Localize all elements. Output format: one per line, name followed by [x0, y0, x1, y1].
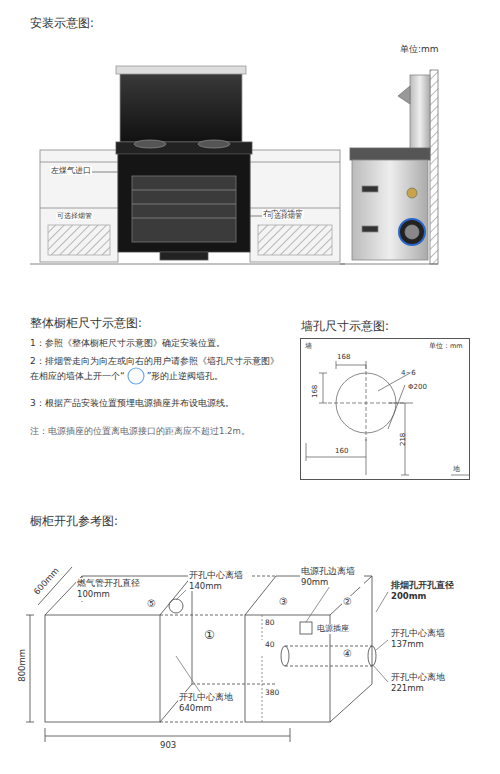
section-heading: 橱柜开孔参考图: [30, 514, 118, 528]
label: 380 [264, 688, 280, 697]
label: ④ [342, 648, 353, 661]
label: 1：参照《整体橱柜尺寸示意图》确定安装位置。 [30, 338, 280, 349]
label: 800mm [17, 649, 28, 682]
label: 开孔中心离墙137mm [390, 628, 456, 649]
dimension-label: 墙 [305, 342, 312, 350]
label: 可选择烟管 [266, 212, 303, 220]
hole-symbol [125, 367, 147, 385]
dimension-label: 168 [311, 385, 320, 398]
section-heading: 整体橱柜尺寸示意图: [30, 316, 142, 330]
label: 电源孔边离墙90mm [300, 566, 364, 587]
label: 单位:mm [400, 44, 439, 55]
label: 燃气管开孔直径100mm [76, 578, 146, 599]
dimension-label: 4~6 [401, 369, 416, 378]
dimension-label: Φ200 [407, 383, 428, 392]
dimension-label: 218 [399, 433, 408, 446]
panel-heading: 墙孔尺寸示意图: [301, 319, 389, 333]
dimension-label: 地 [453, 465, 460, 474]
label: 3：根据产品安装位置预埋电源插座并布设电源线。 [30, 398, 280, 409]
label: 开孔中心离墙140mm [188, 570, 252, 591]
dimension-label: 单位：mm [429, 342, 463, 350]
label: 40 [264, 640, 276, 649]
label: 开孔中心离地221mm [390, 672, 456, 693]
label: 903 [160, 740, 176, 751]
cabinet-openings [26, 567, 388, 742]
section-heading: 安装示意图: [30, 16, 94, 30]
label: ”形的止逆阀墙孔。 [147, 371, 224, 381]
label: ② [342, 596, 353, 609]
label: ⑤ [146, 598, 157, 611]
note-item: 2：排烟管走向为向左或向右的用户请参照《墙孔尺寸示意图》在相应的墙体上开一个“”… [30, 356, 280, 385]
label: 左煤气进口 [50, 166, 92, 175]
label: ③ [278, 596, 289, 609]
dimension-label: 168 [337, 353, 350, 362]
installation-view [30, 66, 438, 264]
label: 电源插座 [316, 624, 350, 634]
wall-hole-drawing [301, 339, 469, 479]
wall-hole-panel: 墙孔尺寸示意图:墙单位：mm1681684~6Φ200218160地 [300, 338, 470, 480]
label: 开孔中心离地640mm [178, 692, 242, 713]
label: 排烟孔开孔直径200mm [390, 580, 470, 601]
label: ① [203, 628, 216, 643]
label: 600mm [31, 566, 61, 597]
dimension-label: 160 [335, 447, 348, 456]
label: 可选择烟管 [56, 212, 93, 220]
label: 80 [264, 618, 276, 627]
label: 注：电源插座的位置离电源接口的距离应不超过1.2m。 [30, 426, 285, 437]
